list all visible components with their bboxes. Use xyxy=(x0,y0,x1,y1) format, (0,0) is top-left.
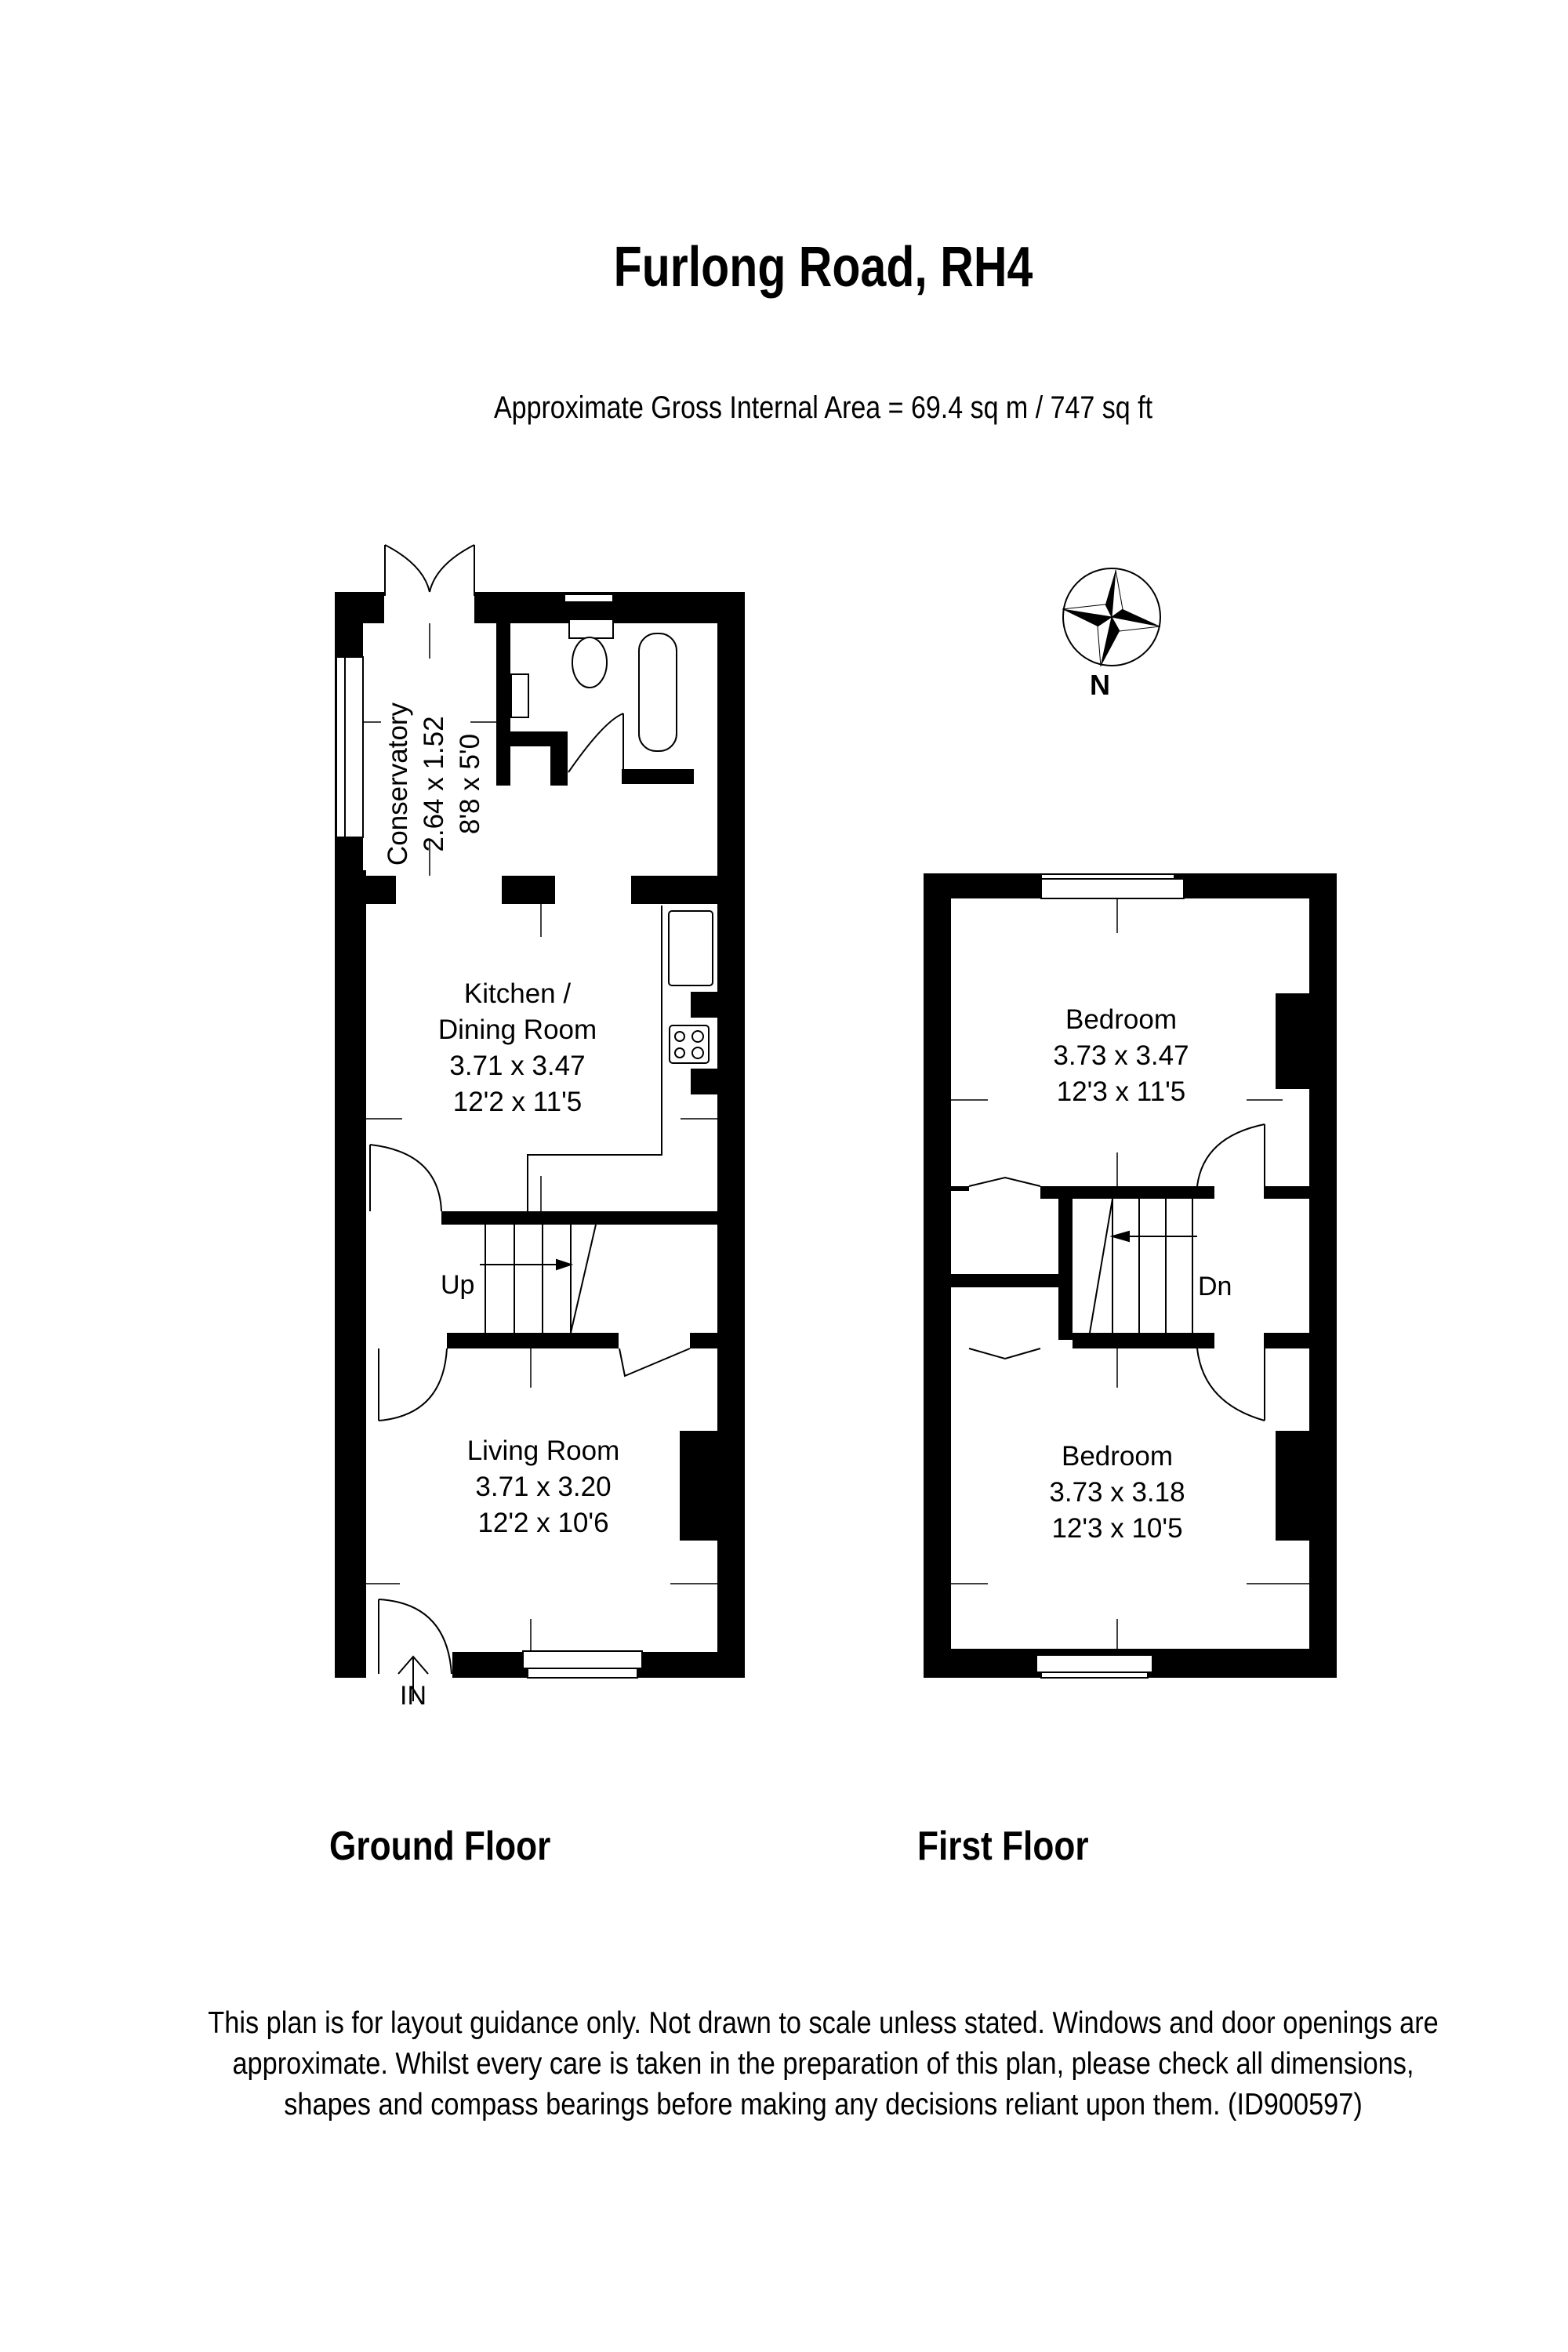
stairs-down-label: Dn xyxy=(1198,1272,1232,1301)
disclaimer-line-1: This plan is for layout guidance only. N… xyxy=(208,2006,1439,2040)
page-title: Furlong Road, RH4 xyxy=(613,236,1033,299)
compass-rose-icon xyxy=(1062,568,1161,667)
room-name: Living Room xyxy=(466,1436,620,1466)
first-dimension-arrows xyxy=(951,898,1309,1649)
bathroom-fixtures xyxy=(510,593,677,752)
room-bedroom-rear: Bedroom 3.73 x 3.47 12'3 x 11'5 xyxy=(1019,1002,1223,1110)
room-imperial: 12'2 x 11'5 xyxy=(452,1087,583,1117)
room-name: Kitchen / xyxy=(463,978,572,1009)
room-metric: 3.71 x 3.47 xyxy=(449,1051,586,1081)
ground-dimension-arrows xyxy=(363,623,717,1652)
gross-internal-area: Approximate Gross Internal Area = 69.4 s… xyxy=(493,390,1153,425)
room-name-line2: Dining Room xyxy=(437,1014,597,1045)
first-floor-stairs xyxy=(968,1123,1265,1421)
conservatory-window xyxy=(336,656,364,838)
bathroom-door xyxy=(568,713,624,773)
room-imperial: 8'8 x 5'0 xyxy=(455,733,485,835)
ground-floor-label: Ground Floor xyxy=(329,1824,551,1869)
room-metric: 2.64 x 1.52 xyxy=(419,716,449,852)
room-name: Bedroom xyxy=(1061,1441,1174,1472)
room-kitchen-dining: Kitchen / Dining Room 3.71 x 3.47 12'2 x… xyxy=(416,976,619,1120)
first-floor-walls xyxy=(924,873,1337,1678)
room-metric: 3.73 x 3.47 xyxy=(1053,1040,1189,1071)
room-metric: 3.71 x 3.20 xyxy=(475,1472,612,1502)
kitchen-counter xyxy=(527,906,713,1211)
disclaimer: This plan is for layout guidance only. N… xyxy=(99,2003,1548,2125)
first-floor-windows xyxy=(1036,873,1185,1679)
room-imperial: 12'3 x 10'5 xyxy=(1051,1513,1183,1544)
stairs-up-label: Up xyxy=(441,1270,475,1300)
entrance-arrow-icon xyxy=(397,1655,429,1701)
disclaimer-line-2: approximate. Whilst every care is taken … xyxy=(232,2047,1414,2081)
room-bedroom-front: Bedroom 3.73 x 3.18 12'3 x 10'5 xyxy=(1015,1439,1219,1547)
room-name: Conservatory xyxy=(383,702,413,866)
room-imperial: 12'3 x 11'5 xyxy=(1056,1076,1186,1107)
first-floor-label: First Floor xyxy=(917,1824,1089,1869)
living-room-window xyxy=(522,1650,643,1679)
disclaimer-line-3: shapes and compass bearings before makin… xyxy=(284,2088,1363,2122)
entrance-label: IN xyxy=(400,1681,426,1711)
room-name: Bedroom xyxy=(1065,1004,1178,1035)
compass-north-label: N xyxy=(1090,669,1110,701)
room-imperial: 12'2 x 10'6 xyxy=(477,1508,609,1538)
ground-floor-stairs xyxy=(480,1224,597,1334)
room-living: Living Room 3.71 x 3.20 12'2 x 10'6 xyxy=(441,1433,645,1541)
ground-floor-doors xyxy=(369,1144,691,1675)
french-doors xyxy=(384,544,475,596)
room-conservatory: Conservatory 2.64 x 1.52 8'8 x 5'0 xyxy=(380,686,488,882)
ground-floor-walls xyxy=(335,592,745,1678)
room-metric: 3.73 x 3.18 xyxy=(1049,1477,1185,1508)
